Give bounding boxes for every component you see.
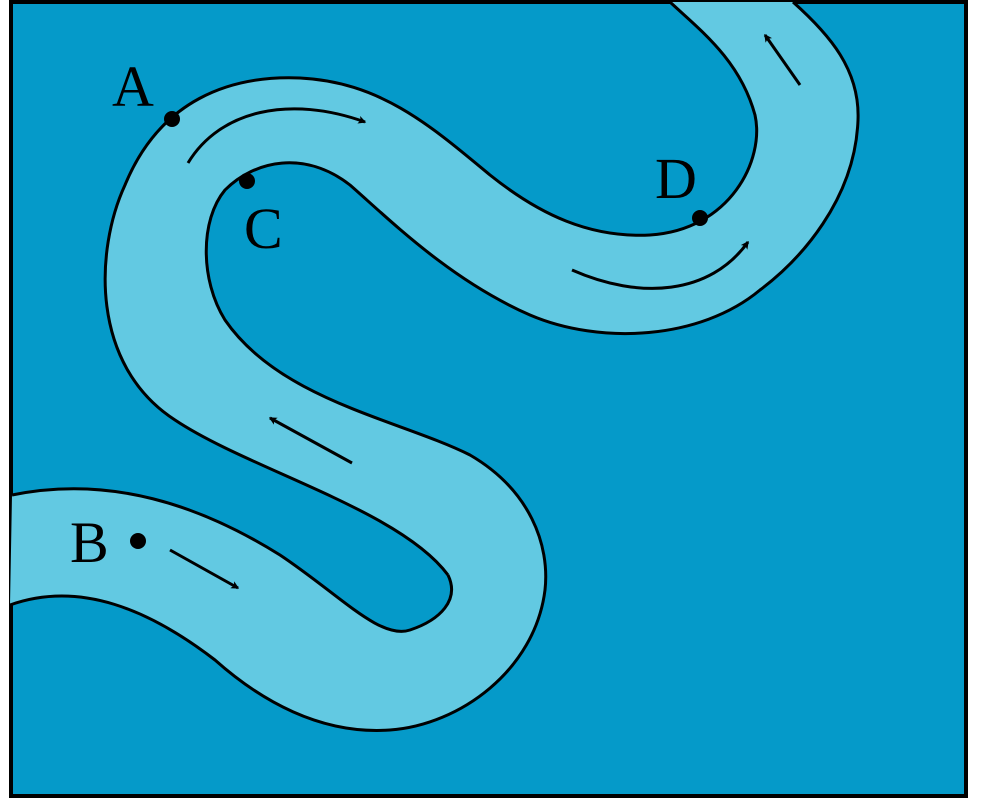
- flow-arrow-top-bend: [186, 107, 367, 164]
- point-d-marker: [692, 210, 708, 226]
- point-c-marker: [239, 173, 255, 189]
- point-c-label: C: [244, 196, 283, 261]
- flow-arrow-upper-right: [763, 33, 802, 86]
- flow-arrow-lower-right: [571, 240, 750, 290]
- point-d-label: D: [655, 146, 697, 211]
- point-b-marker: [130, 533, 146, 549]
- point-b-label: B: [70, 510, 109, 575]
- flow-arrow-left: [169, 548, 240, 590]
- flow-arrow-middle: [268, 416, 353, 465]
- river-channel: [10, 2, 859, 731]
- point-a-label: A: [112, 54, 154, 119]
- point-a-marker: [164, 111, 180, 127]
- river-bank-upper-2: [103, 0, 759, 576]
- river-bank-lower: [9, 0, 860, 732]
- river-bank-upper: [11, 487, 454, 633]
